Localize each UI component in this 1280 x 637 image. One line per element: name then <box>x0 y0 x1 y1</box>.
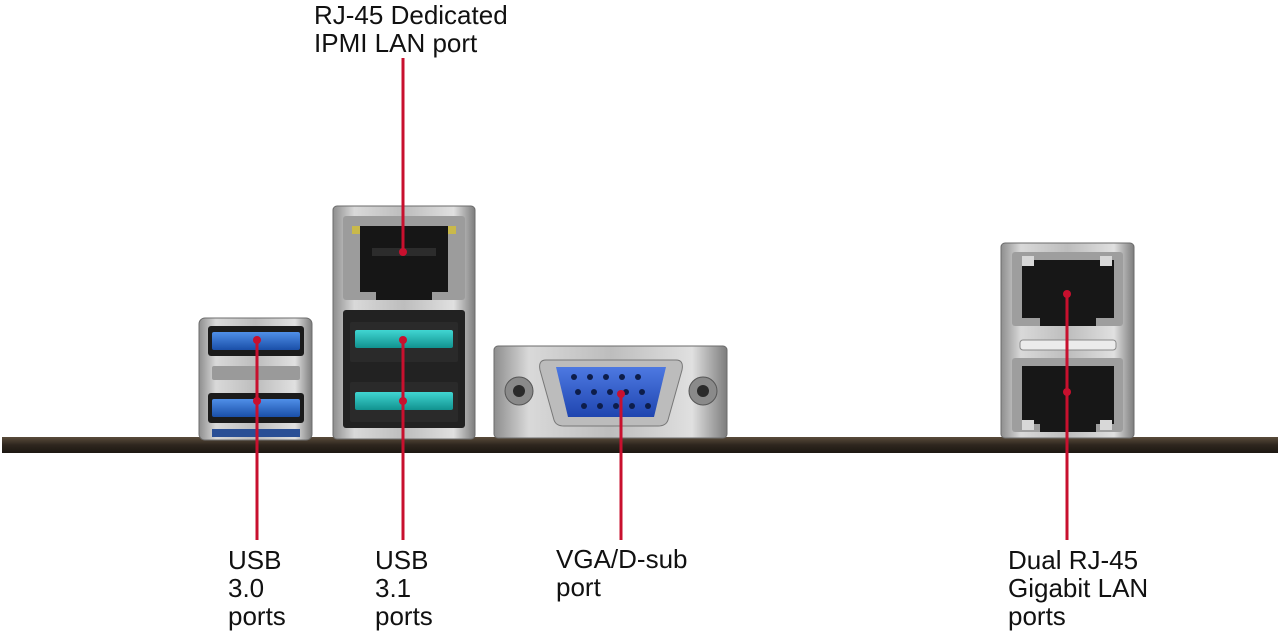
callout-dot-usb30-top <box>253 336 261 344</box>
label-ipmi-lan: RJ-45 Dedicated IPMI LAN port <box>314 1 508 57</box>
label-ipmi-lan-line-1: RJ-45 Dedicated <box>314 0 508 30</box>
motherboard-edge <box>2 437 1278 453</box>
label-usb31-line-2: 3.1 <box>375 573 412 603</box>
label-usb30-line-2: 3.0 <box>228 573 265 603</box>
label-vga: VGA/D-sub port <box>556 545 688 601</box>
vga-connector <box>493 345 728 439</box>
label-vga-line-1: VGA/D-sub <box>556 544 688 574</box>
label-ipmi-lan-line-2: IPMI LAN port <box>314 28 478 58</box>
label-usb31-line-1: USB <box>375 545 429 575</box>
label-usb31: USB 3.1 ports <box>375 546 433 630</box>
label-vga-line-2: port <box>556 572 601 602</box>
callout-dot-dual-lan-top <box>1063 290 1071 298</box>
callout-dot-vga <box>617 390 625 398</box>
label-dual-lan-line-1: Dual RJ-45 <box>1008 545 1139 575</box>
label-dual-lan-line-2: Gigabit LAN <box>1008 573 1149 603</box>
callout-dot-ipmi-lan <box>399 248 407 256</box>
ipmi-usb31-connector <box>332 205 476 440</box>
label-usb30-line-1: USB <box>228 545 282 575</box>
callout-dot-usb30-bottom <box>253 397 261 405</box>
label-usb31-line-3: ports <box>375 601 433 631</box>
label-usb30-line-3: ports <box>228 601 286 631</box>
label-usb30: USB 3.0 ports <box>228 546 286 630</box>
callout-dot-dual-lan-bottom <box>1063 388 1071 396</box>
label-dual-lan: Dual RJ-45 Gigabit LAN ports <box>1008 546 1148 630</box>
callout-dot-usb31-top <box>399 336 407 344</box>
callout-dot-usb31-bottom <box>399 397 407 405</box>
label-dual-lan-line-3: ports <box>1008 601 1066 631</box>
